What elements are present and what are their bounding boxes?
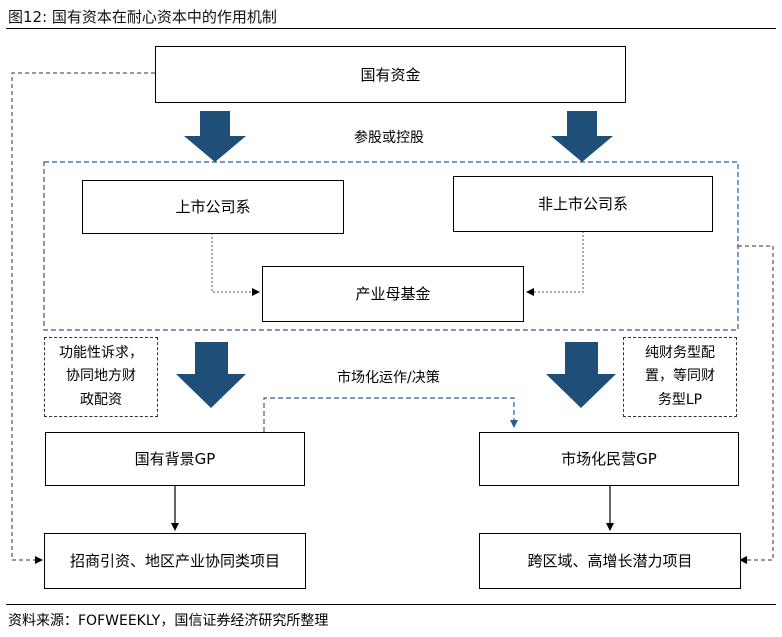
- connector-listed-to-fof: [211, 233, 260, 296]
- node-local-projects: 招商引资、地区产业协同类项目: [44, 533, 306, 589]
- connector-state-gp-to-market-gp: [263, 397, 518, 432]
- node-market-gp: 市场化民营GP: [479, 432, 739, 486]
- note-financial-line: 务型LP: [657, 391, 703, 408]
- connector-capital-to-local-projects: [11, 72, 155, 564]
- figure-title: 图12: 国有资本在耐心资本中的作用机制: [8, 8, 277, 26]
- top-rule: [6, 28, 776, 29]
- big-arrow-right-top: [551, 111, 613, 162]
- note-financial-line: 纯财务型配: [645, 345, 715, 362]
- note-functional-line: 协同地方财: [66, 368, 136, 385]
- connector-group-to-cross-region-projects: [738, 245, 774, 564]
- big-arrow-left-mid: [176, 342, 246, 408]
- note-functional-line: 政配资: [80, 391, 122, 408]
- node-listed-companies: 上市公司系: [82, 180, 344, 234]
- label-stake: 参股或控股: [354, 130, 424, 146]
- note-financial-line: 置，等同财: [645, 368, 715, 385]
- big-arrow-left-top: [184, 111, 246, 162]
- note-functional: 功能性诉求， 协同地方财 政配资: [44, 337, 158, 417]
- node-state-gp: 国有背景GP: [45, 432, 305, 486]
- figure-source: 资料来源：FOFWEEKLY，国信证券经济研究所整理: [8, 613, 329, 629]
- note-financial: 纯财务型配 置，等同财 务型LP: [623, 337, 737, 417]
- note-functional-line: 功能性诉求，: [59, 345, 143, 362]
- node-unlisted-companies: 非上市公司系: [453, 176, 713, 232]
- bottom-rule: [6, 604, 776, 605]
- node-state-capital: 国有资金: [155, 46, 626, 103]
- big-arrow-right-mid: [546, 342, 616, 408]
- node-industry-fof: 产业母基金: [262, 266, 524, 322]
- node-cross-region-projects: 跨区域、高增长潜力项目: [479, 533, 741, 589]
- label-market-ops: 市场化运作/决策: [337, 370, 440, 386]
- connector-unlisted-to-fof: [526, 231, 584, 296]
